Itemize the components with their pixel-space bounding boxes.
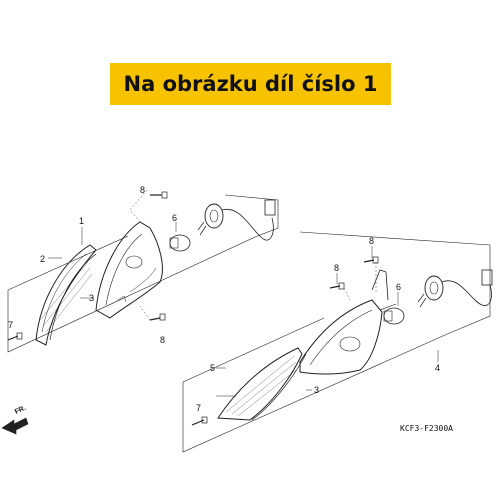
lower-turn-signal-lens (217, 347, 303, 421)
lower-turn-signal-housing (299, 269, 397, 375)
callout-2: 2 (40, 254, 45, 264)
diagram-code: KCF3-F2300A (400, 424, 453, 433)
callout-6-upper: 6 (172, 213, 177, 223)
callout-4: 4 (435, 363, 440, 373)
callout-8-upper-top: 8 (140, 185, 145, 195)
lower-gasket (251, 353, 307, 421)
lower-screw-left (329, 282, 345, 290)
upper-screw-bottom (149, 313, 166, 321)
part-number-banner: Na obrázku díl číslo 1 (110, 63, 391, 105)
lower-bulb (383, 307, 405, 325)
callout-7-lower: 7 (196, 403, 201, 413)
upper-socket-harness (197, 199, 276, 241)
callout-3-lower: 3 (314, 385, 319, 395)
upper-turn-signal-housing (95, 221, 163, 319)
lower-screw-right (363, 256, 379, 264)
lower-assembly-frame (182, 231, 491, 453)
callout-8-lower-left: 8 (334, 263, 339, 273)
callout-6-lower: 6 (396, 282, 401, 292)
upper-screw-7 (7, 332, 23, 341)
front-label: FR. (14, 405, 27, 416)
lower-socket-harness (417, 269, 493, 308)
callout-3-upper: 3 (89, 293, 94, 303)
callout-5: 5 (210, 363, 215, 373)
callout-8-upper-bottom: 8 (160, 335, 165, 345)
front-direction-arrow (1, 417, 29, 435)
upper-gasket (49, 253, 97, 341)
lower-screw-7 (191, 416, 208, 426)
upper-assembly-frame (7, 194, 279, 353)
callout-7-upper: 7 (8, 320, 13, 330)
upper-screw-top (150, 191, 168, 199)
callout-1: 1 (79, 216, 84, 226)
upper-bulb (169, 234, 191, 252)
callout-8-lower-right: 8 (369, 236, 374, 246)
